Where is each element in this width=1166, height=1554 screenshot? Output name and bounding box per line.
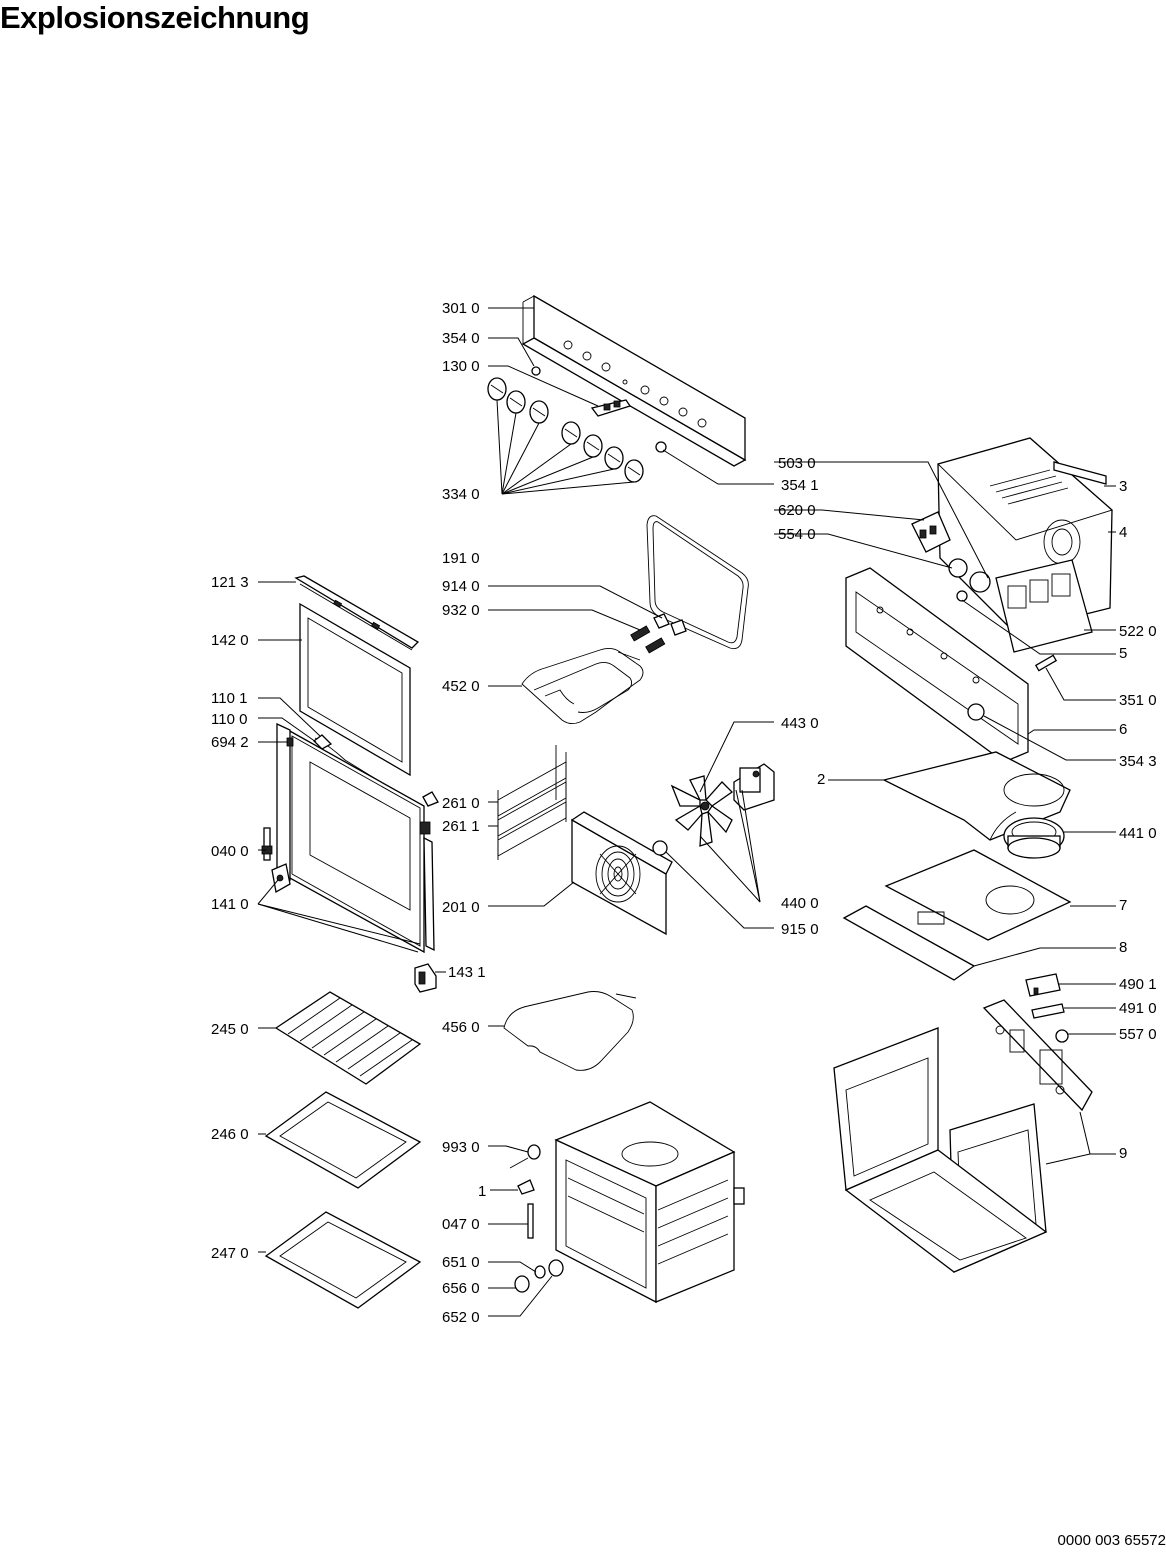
label-440-0: 440 0 — [781, 895, 819, 912]
switch-part — [590, 399, 632, 417]
label-651-0: 651 0 — [442, 1254, 480, 1271]
label-245-0: 245 0 — [211, 1021, 249, 1038]
label-503-0: 503 0 — [778, 455, 816, 472]
lower-element-part — [503, 991, 637, 1071]
label-130-0: 130 0 — [442, 358, 480, 375]
label-354-1: 354 1 — [781, 477, 819, 494]
housing-part — [833, 973, 1093, 1273]
document-number: 0000 003 65572 — [1057, 1532, 1166, 1549]
control-bracket-part — [845, 567, 1058, 763]
label-351-0: 351 0 — [1119, 692, 1157, 709]
label-554-0: 554 0 — [778, 526, 816, 543]
label-261-0: 261 0 — [442, 795, 480, 812]
label-443-0: 443 0 — [781, 715, 819, 732]
label-557-0: 557 0 — [1119, 1026, 1157, 1043]
label-261-1: 261 1 — [442, 818, 480, 835]
rear-panel-part — [570, 811, 673, 936]
label-354-0: 354 0 — [442, 330, 480, 347]
label-656-0: 656 0 — [442, 1280, 480, 1297]
label-121-3: 121 3 — [211, 574, 249, 591]
programmer-part — [911, 511, 991, 602]
label-141-0: 141 0 — [211, 896, 249, 913]
hinge-bracket-part — [414, 963, 437, 993]
label-6: 6 — [1119, 721, 1127, 738]
switch-block-part — [995, 559, 1093, 653]
label-047-0: 047 0 — [442, 1216, 480, 1233]
oven-cavity-part — [554, 1101, 745, 1304]
label-491-0: 491 0 — [1119, 1000, 1157, 1017]
small-parts — [509, 1144, 564, 1293]
label-694-2: 694 2 — [211, 734, 249, 751]
label-8: 8 — [1119, 939, 1127, 956]
label-456-0: 456 0 — [442, 1019, 480, 1036]
label-143-1: 143 1 — [448, 964, 486, 981]
label-110-0: 110 0 — [211, 711, 247, 728]
cooling-fan-part — [1003, 817, 1065, 859]
label-5: 5 — [1119, 645, 1127, 662]
label-2: 2 — [817, 771, 825, 788]
label-4: 4 — [1119, 524, 1127, 541]
label-110-1: 110 1 — [211, 690, 247, 707]
label-914-0: 914 0 — [442, 578, 480, 595]
label-652-0: 652 0 — [442, 1309, 480, 1326]
label-452-0: 452 0 — [442, 678, 480, 695]
grill-element-part — [521, 647, 644, 725]
baking-tray-part — [264, 1091, 422, 1189]
inner-glass-part — [299, 602, 411, 777]
label-7: 7 — [1119, 897, 1127, 914]
label-932-0: 932 0 — [442, 602, 480, 619]
leader-lines — [257, 307, 1116, 1317]
oven-door-part — [276, 722, 435, 954]
fan-cover-part — [882, 751, 1071, 841]
label-915-0: 915 0 — [781, 921, 819, 938]
label-620-0: 620 0 — [778, 502, 816, 519]
label-522-0: 522 0 — [1119, 623, 1157, 640]
label-142-0: 142 0 — [211, 632, 249, 649]
control-panel-part — [521, 294, 747, 467]
label-040-0: 040 0 — [211, 843, 249, 860]
label-301-0: 301 0 — [442, 300, 480, 317]
label-9: 9 — [1119, 1145, 1127, 1162]
label-247-0: 247 0 — [211, 1245, 249, 1262]
label-3: 3 — [1119, 478, 1127, 495]
label-441-0: 441 0 — [1119, 825, 1157, 842]
part-labels: 301 0 354 0 130 0 334 0 354 1 191 0 914 … — [211, 300, 1157, 1326]
cover-plate-part — [884, 849, 1072, 941]
page-title: Explosionszeichnung — [0, 0, 310, 35]
door-trim-part — [294, 575, 420, 651]
wire-shelf-part — [274, 991, 422, 1085]
side-runners-part — [497, 745, 567, 860]
deep-tray-part — [264, 1211, 422, 1309]
lamp-parts — [630, 613, 687, 654]
label-993-0: 993 0 — [442, 1139, 480, 1156]
label-246-0: 246 0 — [211, 1126, 249, 1143]
fan-parts — [652, 763, 775, 856]
door-gasket-part — [646, 515, 749, 650]
label-334-0: 334 0 — [442, 486, 480, 503]
label-201-0: 201 0 — [442, 899, 480, 916]
label-191-0: 191 0 — [442, 550, 480, 567]
label-1: 1 — [478, 1183, 486, 1200]
hinge-parts — [261, 827, 291, 894]
label-490-1: 490 1 — [1119, 976, 1157, 993]
label-354-3: 354 3 — [1119, 753, 1157, 770]
